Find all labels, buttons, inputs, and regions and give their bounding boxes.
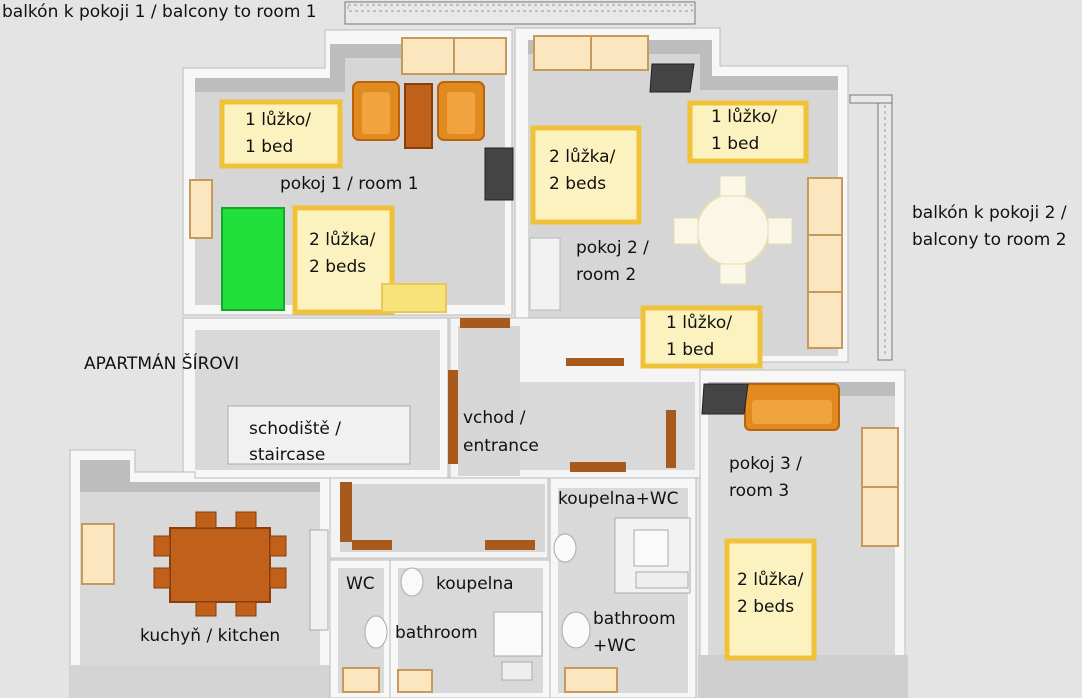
room2-double-bed-label-line2: 2 beds	[549, 174, 607, 194]
balcony-room2-label-line1: balkón k pokoji 2 /	[912, 203, 1067, 223]
room2-bed-single-b	[640, 305, 763, 369]
kitchen-window	[81, 523, 115, 585]
balcony-room2-rail	[849, 94, 893, 361]
room2-double-bed-label-line1: 2 lůžka/	[549, 147, 616, 167]
wc-label: WC	[346, 574, 375, 594]
room3-window	[861, 427, 899, 547]
balcony-room2-label-line2: balcony to room 2	[912, 230, 1067, 250]
staircase-label-line2: staircase	[249, 445, 326, 465]
doors	[340, 318, 676, 550]
room3-double-bed-label-line1: 2 lůžka/	[737, 570, 804, 590]
bathroom-cz-label: koupelna	[436, 574, 514, 594]
bath-wc-cz-label: koupelna+WC	[558, 489, 679, 509]
room2-window-right	[807, 177, 843, 349]
staircase-label-line1: schodiště /	[249, 419, 342, 439]
room2-single-bed-a-label-line2: 1 bed	[711, 134, 760, 154]
room3-tv	[701, 383, 749, 415]
room1-single-bed-label-line1: 1 lůžko/	[245, 110, 312, 130]
balcony-room1-label: balkón k pokoji 1 / balcony to room 1	[2, 2, 317, 22]
kitchen-table-chairs	[153, 511, 287, 617]
staircase	[227, 405, 411, 465]
room2-single-bed-b-label-line2: 1 bed	[666, 340, 715, 360]
room3-sofa	[744, 383, 840, 431]
room1-armchairs	[352, 81, 485, 149]
room1-wardrobe	[221, 207, 285, 311]
room3-double-bed-label-line2: 2 beds	[737, 597, 795, 617]
entrance-label-line2: entrance	[463, 436, 539, 456]
room2-bed-double	[530, 125, 642, 225]
room1-double-bed-label-line1: 2 lůžka/	[309, 230, 376, 250]
room2-window-top	[533, 35, 649, 71]
room2-bed-single-a	[687, 100, 809, 164]
apartment-title: APARTMÁN ŠÍROVI	[84, 354, 240, 374]
bath-wc-en-label-line1: bathroom	[593, 609, 676, 629]
balcony-room1-rail	[344, 1, 696, 25]
room1-single-bed-label-line2: 1 bed	[245, 137, 294, 157]
room1-bed-double	[292, 205, 447, 315]
room3-label-line2: room 3	[729, 481, 790, 501]
room2-single-bed-a-label-line1: 1 lůžko/	[711, 107, 778, 127]
room2-tv	[649, 63, 695, 93]
kitchen-counter	[309, 529, 329, 631]
room3-label-line1: pokoj 3 /	[729, 454, 802, 474]
kitchen-label: kuchyň / kitchen	[140, 626, 281, 646]
entrance-label-line1: vchod /	[463, 408, 526, 428]
room1-double-bed-label-line2: 2 beds	[309, 257, 367, 277]
room2-table-chairs	[673, 175, 793, 285]
room2-label-line1: pokoj 2 /	[576, 238, 649, 258]
room3-bed-double	[724, 538, 817, 661]
bathroom-en-label: bathroom	[395, 623, 478, 643]
bathroom-wc-2	[549, 477, 697, 698]
room1-tv	[484, 147, 514, 201]
room2-single-bed-b-label-line1: 1 lůžko/	[666, 313, 733, 333]
sanitary	[342, 529, 689, 693]
bath-wc-en-label-line2: +WC	[593, 636, 636, 656]
room2-label-line2: room 2	[576, 265, 637, 285]
room1-label: pokoj 1 / room 1	[280, 174, 419, 194]
room1-window-top	[401, 37, 507, 75]
room1-bed-single	[219, 99, 343, 169]
room1-window-left	[189, 179, 213, 239]
